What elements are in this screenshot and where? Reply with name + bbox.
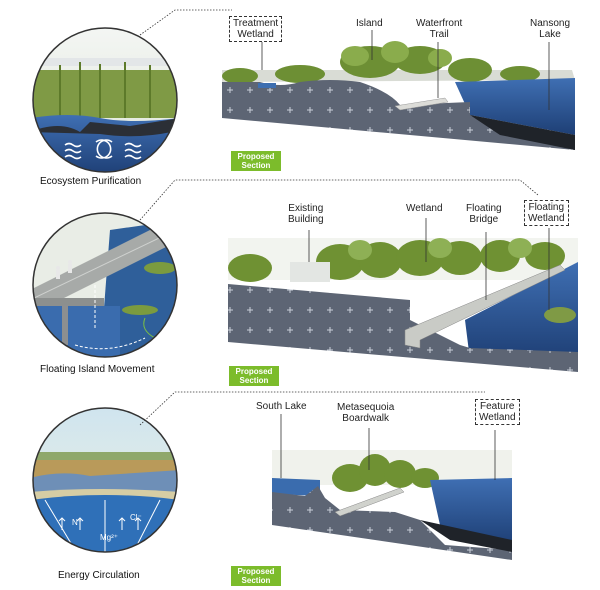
section-1 xyxy=(222,41,575,150)
circle-ecosystem-purification xyxy=(33,28,177,172)
leader-lines-row1 xyxy=(139,9,550,110)
ion-chloride: Cl⁻ xyxy=(130,513,142,522)
ion-nitrogen: N⁺ xyxy=(72,518,82,527)
leader-lines-row3 xyxy=(139,391,496,480)
label-wetland: Wetland xyxy=(406,203,443,214)
section-3 xyxy=(272,450,512,560)
circle-ring xyxy=(32,27,178,173)
caption-ecosystem-purification: Ecosystem Purification xyxy=(40,176,142,187)
leader-lines-row2 xyxy=(139,179,550,310)
label-island: Island xyxy=(356,18,383,29)
circle-energy-circulation xyxy=(33,408,177,552)
circle-ring xyxy=(32,407,178,553)
circle-ring xyxy=(32,212,178,358)
caption-floating-island-movement: Floating Island Movement xyxy=(40,364,155,375)
label-south-lake: South Lake xyxy=(256,401,307,412)
section-2 xyxy=(228,238,578,372)
caption-energy-circulation: Energy Circulation xyxy=(58,570,140,581)
ion-magnesium: Mg²⁺ xyxy=(100,533,118,542)
circle-floating-island-movement xyxy=(33,213,177,357)
